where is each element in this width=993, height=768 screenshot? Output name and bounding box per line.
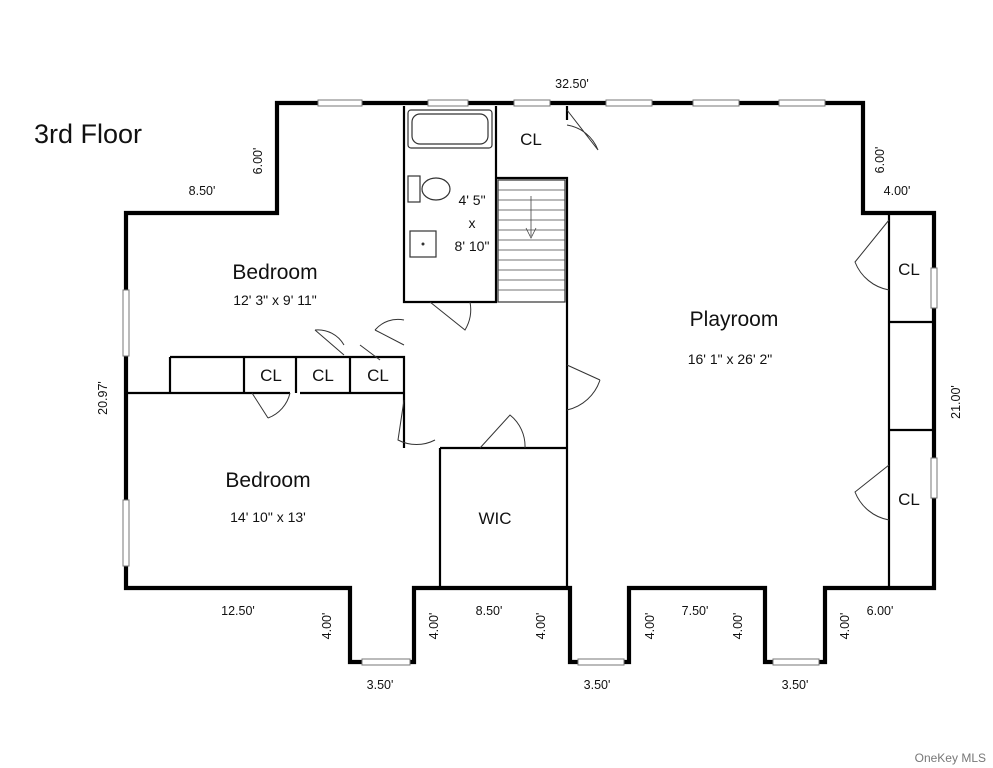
bedroom-upper-size: 12' 3" x 9' 11" [233,292,317,308]
stair-treads [498,189,565,291]
dim-bump1-right: 4.00' [427,613,441,640]
dim-bump2-left: 4.00' [534,613,548,640]
playroom-label: Playroom [690,308,779,331]
windows [122,99,938,666]
dim-bump3-left: 4.00' [731,613,745,640]
dim-bottom-right: 6.00' [867,604,894,618]
interior-walls [128,106,932,588]
playroom-size: 16' 1" x 26' 2" [688,351,773,367]
dim-bottom-mid: 8.50' [476,604,503,618]
bath-size-line2: x [469,215,476,231]
dim-right-side: 21.00' [949,385,963,419]
closet-label-right-upper: CL [898,260,920,279]
dim-bump2-right: 4.00' [643,613,657,640]
closet-label-top: CL [520,130,542,149]
exterior-walls [123,100,937,665]
bath-size-line3: 8' 10" [455,238,490,254]
dim-bottom-mid2: 7.50' [682,604,709,618]
closet-label-2: CL [312,366,334,385]
closet-label-3: CL [367,366,389,385]
dim-left-notch-height: 6.00' [251,148,265,175]
dim-bottom-left: 12.50' [221,604,255,618]
dim-bump3-right: 4.00' [838,613,852,640]
dim-right-notch-width: 4.00' [884,184,911,198]
bath-fixtures [407,109,493,258]
bath-size-line1: 4' 5" [458,192,485,208]
dim-bump2-width: 3.50' [584,678,611,692]
closet-label-1: CL [260,366,282,385]
doors [251,109,890,521]
closet-label-right-lower: CL [898,490,920,509]
bedroom-upper-label: Bedroom [232,261,317,284]
dim-right-notch-height: 6.00' [873,147,887,174]
wic-label: WIC [478,509,511,528]
bedroom-lower-size: 14' 10" x 13' [230,509,306,525]
dim-top-total: 32.50' [555,77,589,91]
dim-left-notch-width: 8.50' [189,184,216,198]
dim-bump1-left: 4.00' [320,613,334,640]
dim-left-side: 20.97' [96,381,110,415]
dim-bump1-width: 3.50' [367,678,394,692]
dim-bump3-width: 3.50' [782,678,809,692]
watermark: OneKey MLS [915,751,986,765]
floor-title: 3rd Floor [34,119,142,149]
bedroom-lower-label: Bedroom [225,469,310,492]
